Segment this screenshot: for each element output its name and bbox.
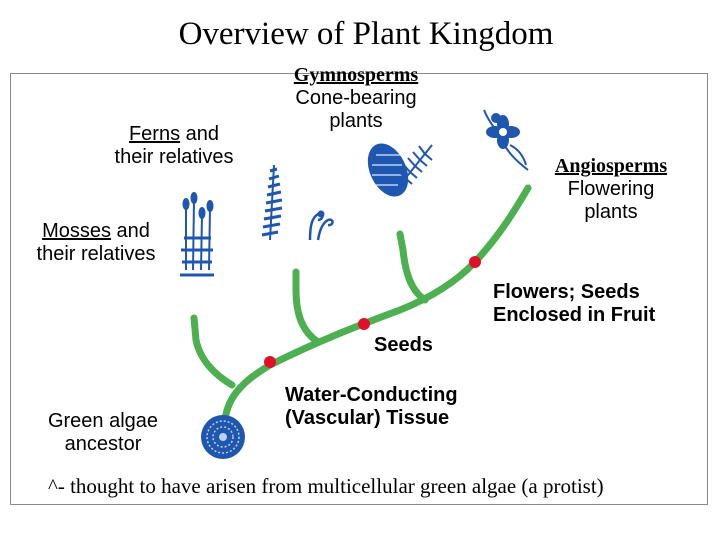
flowers-line2: Enclosed in Fruit (493, 304, 656, 326)
angiosperms-desc-line2: plants (584, 201, 638, 223)
gymnosperms-desc-line2: plants (329, 110, 383, 132)
mosses-line2: their relatives (36, 243, 156, 265)
algae-line2: ancestor (64, 433, 142, 455)
green-algae-illustration (201, 415, 245, 459)
tree-trunk (221, 184, 532, 424)
angiosperms-name: Angiosperms (554, 155, 668, 177)
mosses-suffix: and (110, 220, 150, 242)
gymnosperms-label: Gymnosperms Cone-bearing plants (266, 64, 446, 133)
vascular-line1: Water-Conducting (285, 384, 458, 406)
algae-line1: Green algae (47, 410, 159, 432)
vascular-innovation-label: Water-Conducting (Vascular) Tissue (285, 384, 458, 430)
angiosperms-desc-line1: Flowering (567, 178, 655, 200)
ferns-line2: their relatives (114, 146, 234, 168)
node-seeds (358, 318, 370, 330)
mosses-line1: Mosses and (20, 220, 172, 243)
ferns-label: Ferns and their relatives (98, 123, 250, 169)
branch-mosses (190, 314, 236, 389)
mosses-name: Mosses (42, 220, 111, 242)
ferns-suffix: and (180, 123, 220, 145)
angiosperms-label: Angiosperms Flowering plants (528, 155, 694, 224)
seeds-innovation-label: Seeds (374, 334, 433, 356)
branch-gymnosperms (396, 230, 429, 304)
moss-illustration (180, 192, 214, 277)
gymnosperms-desc-line1: Cone-bearing (295, 87, 417, 109)
branch-ferns (292, 268, 322, 346)
node-flowers (469, 256, 481, 268)
gymnosperm-illustration (367, 143, 433, 197)
vascular-line2: (Vascular) Tissue (285, 407, 450, 429)
node-vascular (264, 356, 276, 368)
ferns-line1: Ferns and (98, 123, 250, 146)
ferns-name: Ferns (128, 123, 181, 145)
fern-illustration (261, 164, 334, 241)
page-title: Overview of Plant Kingdom (178, 16, 554, 52)
diagram-frame (10, 73, 708, 505)
mosses-label: Mosses and their relatives (20, 220, 172, 266)
footnote: ^- thought to have arisen from multicell… (48, 474, 604, 498)
green-algae-label: Green algae ancestor (28, 410, 178, 456)
angiosperm-illustration (483, 109, 529, 171)
gymnosperms-name: Gymnosperms (293, 64, 419, 86)
flowers-innovation-label: Flowers; Seeds Enclosed in Fruit (493, 281, 655, 327)
flowers-line1: Flowers; Seeds (493, 281, 640, 303)
